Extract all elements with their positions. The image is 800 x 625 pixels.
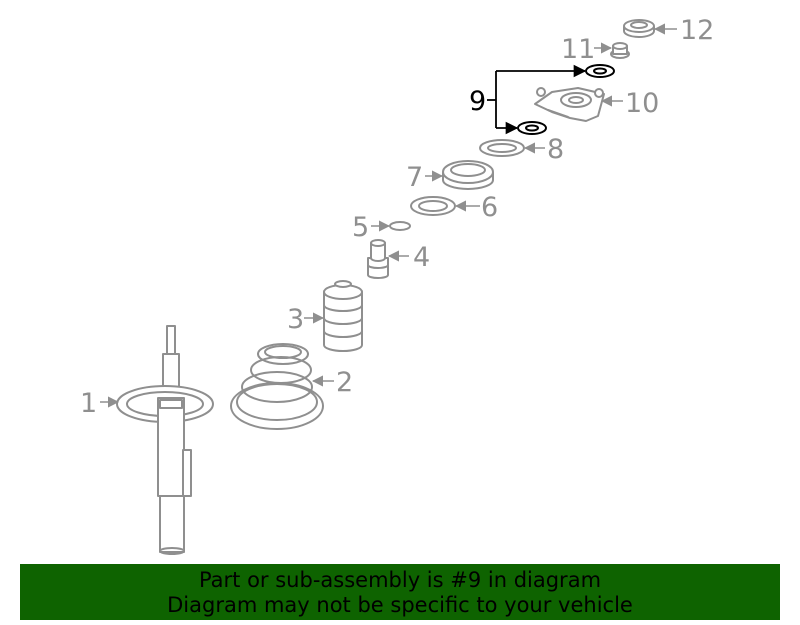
part-4-jounce-bumper [367, 239, 389, 279]
callout-9: 9 [469, 86, 486, 117]
callout-11: 11 [561, 34, 595, 65]
callout-3: 3 [287, 304, 304, 335]
callout-8: 8 [547, 134, 564, 165]
part-5-seal-ring [389, 221, 411, 231]
callout-5: 5 [352, 212, 369, 243]
leader-lines [100, 23, 677, 408]
part-info-banner: Part or sub-assembly is #9 in diagram Di… [20, 564, 780, 620]
callout-10: 10 [625, 88, 659, 119]
callout-6: 6 [481, 192, 498, 223]
part-6-insulator-ring [410, 196, 456, 216]
callout-labels: 1 2 3 4 5 6 7 8 9 10 11 12 [80, 15, 714, 419]
banner-line-disclaimer: Diagram may not be specific to your vehi… [167, 593, 633, 617]
callout-12: 12 [680, 15, 714, 46]
part-9-bracket [487, 64, 587, 135]
part-8-bearing-ring [479, 139, 525, 157]
part-9-washer-lower [517, 121, 547, 135]
callout-7: 7 [406, 162, 423, 193]
part-11-nut [610, 42, 630, 59]
callout-4: 4 [413, 242, 430, 273]
part-12-dust-cap [623, 19, 655, 38]
part-2-coil-spring [230, 343, 324, 430]
banner-line-part: Part or sub-assembly is #9 in diagram [198, 568, 602, 592]
part-7-spring-seat [442, 160, 494, 190]
callout-1: 1 [80, 388, 97, 419]
part-3-bump-stop [323, 280, 363, 352]
part-10-strut-mount [534, 87, 605, 122]
part-9-washer-upper [585, 64, 615, 78]
callout-2: 2 [336, 367, 353, 398]
part-1-strut-assembly [116, 325, 214, 555]
